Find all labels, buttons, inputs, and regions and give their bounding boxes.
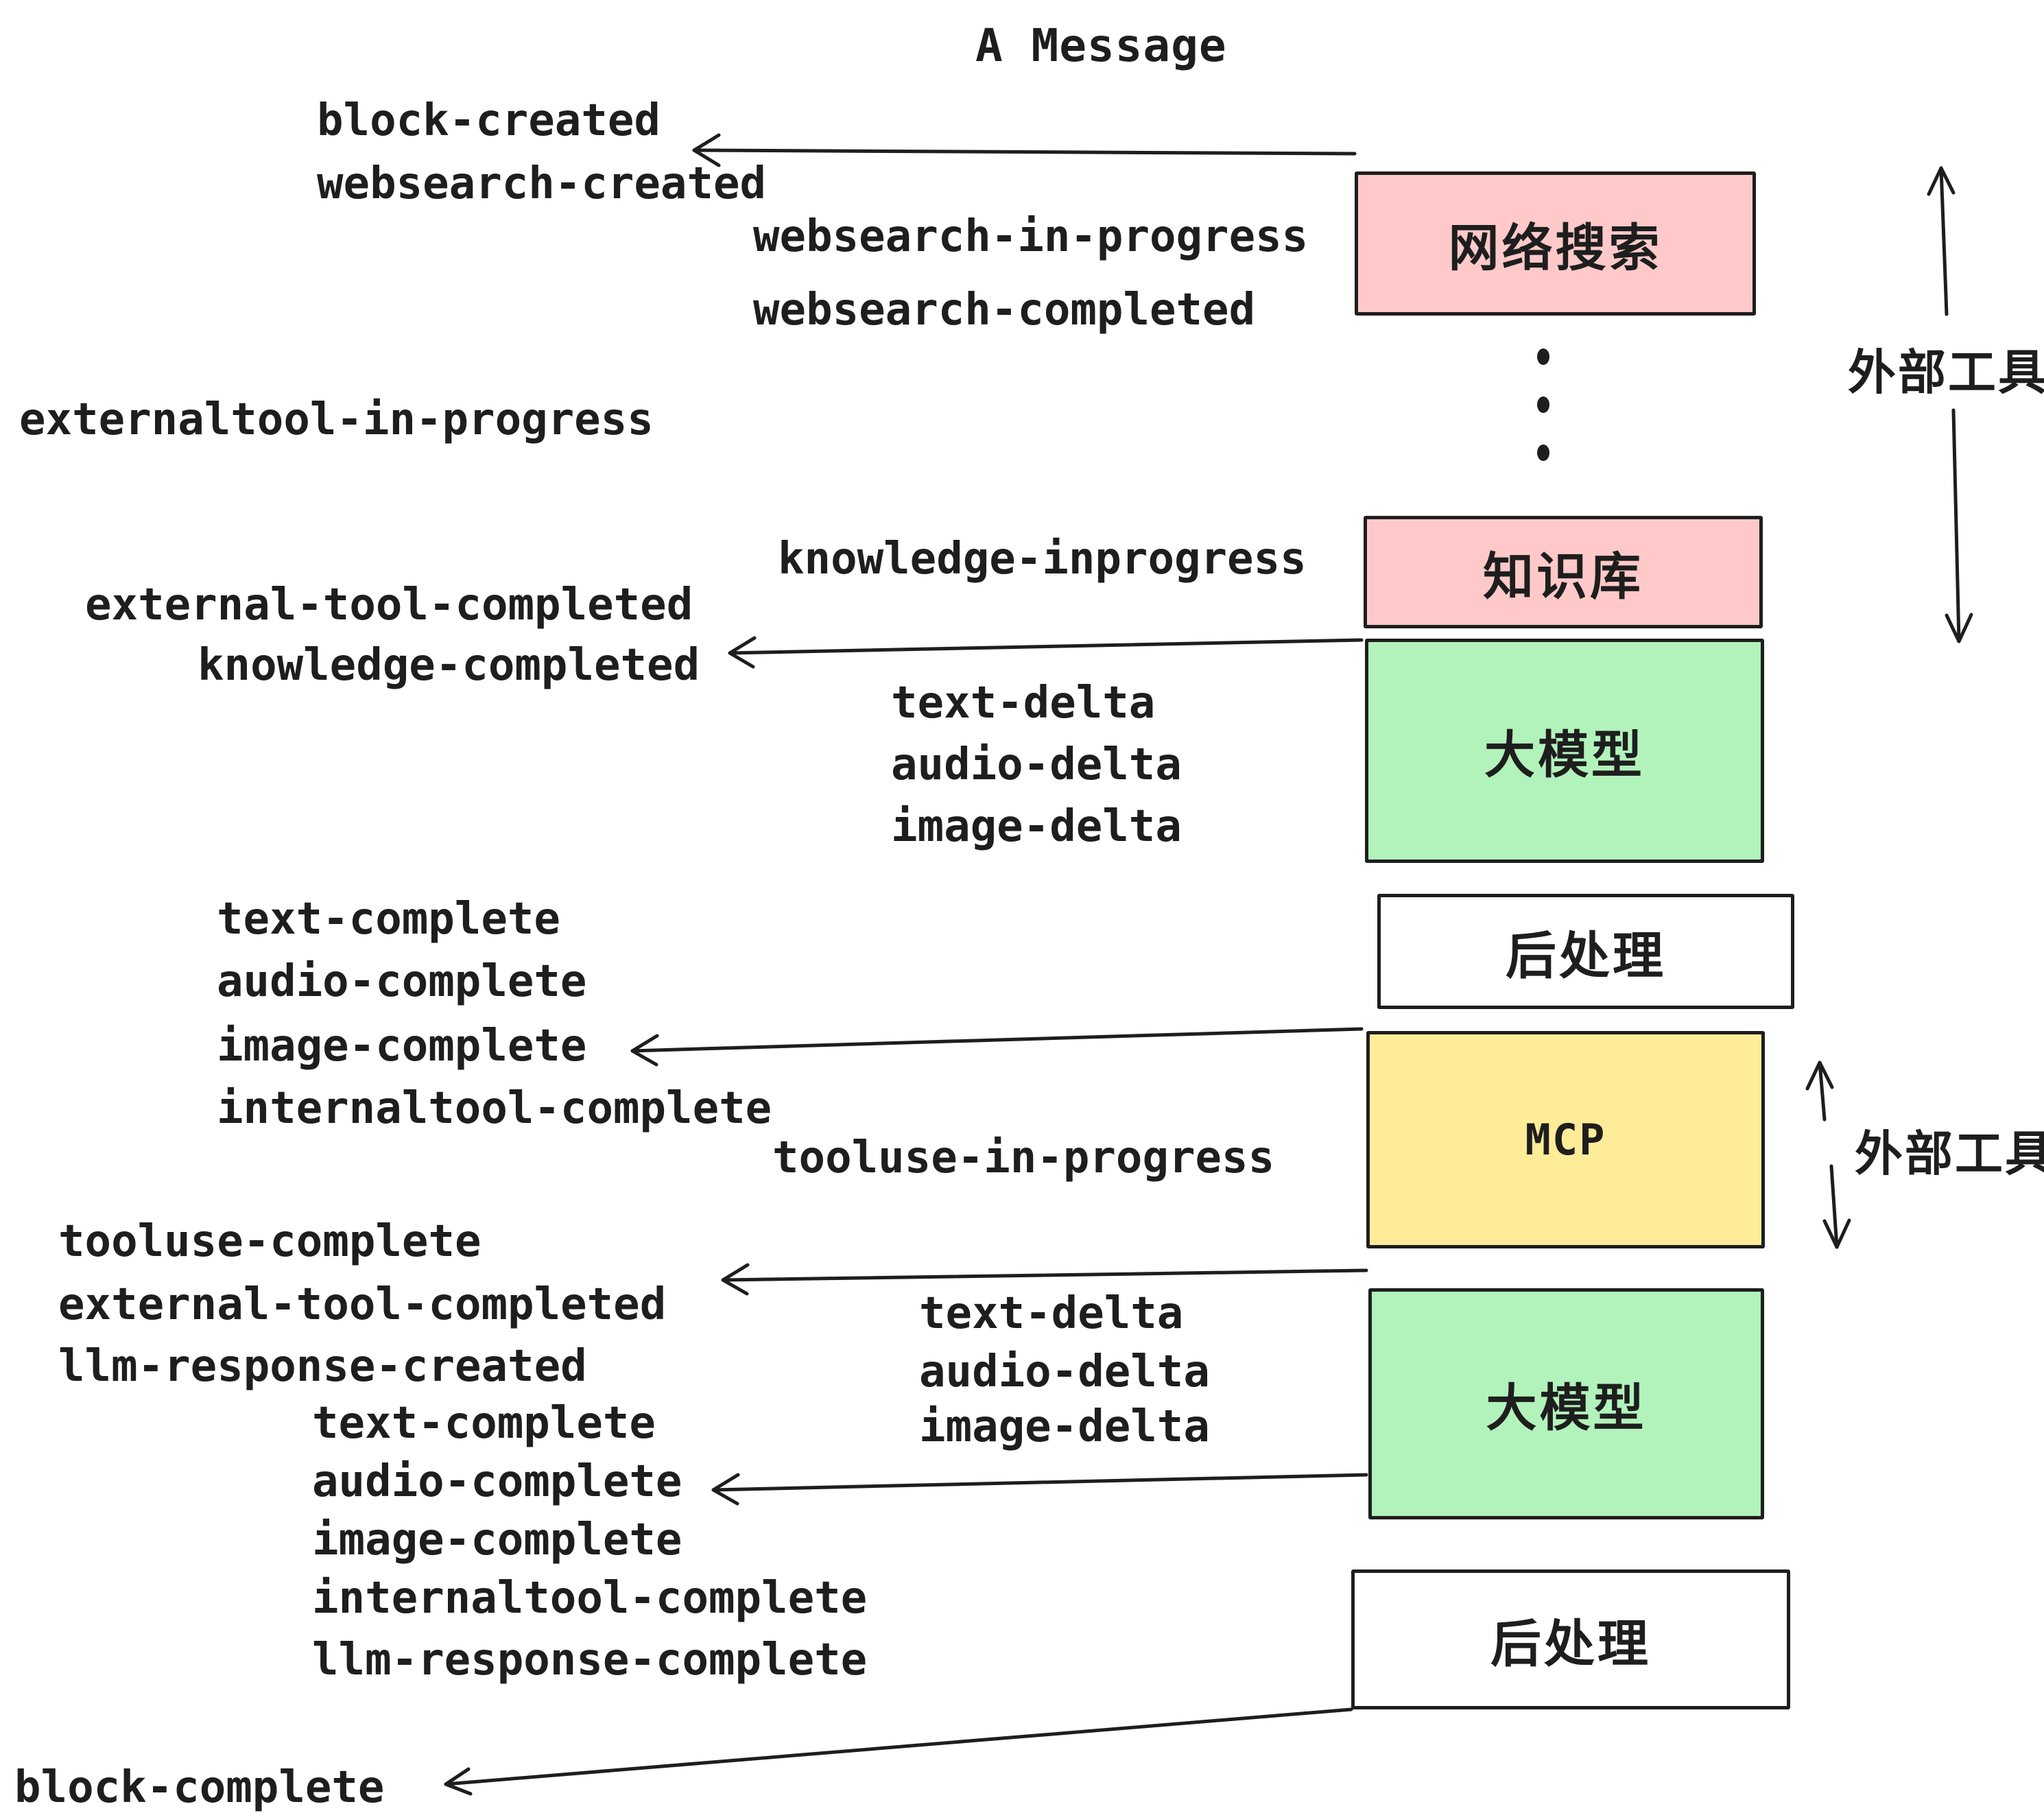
- event-tooluse-in-progress: tooluse-in-progress: [772, 1133, 1275, 1183]
- event-internaltool-complete-1: internaltool-complete: [217, 1083, 772, 1134]
- box-llm-2: 大模型: [1368, 1288, 1764, 1519]
- event-text-complete-2: text-complete: [312, 1398, 656, 1449]
- box-llm-1-label: 大模型: [1484, 726, 1645, 783]
- event-internaltool-complete-2: internaltool-complete: [312, 1573, 868, 1624]
- ellipsis-dots: [1537, 348, 1549, 461]
- event-audio-delta-2: audio-delta: [919, 1347, 1210, 1397]
- external-tools-annotation-2: 外部工具: [1855, 1127, 2044, 1181]
- box-postprocess-2: 后处理: [1351, 1569, 1790, 1709]
- event-knowledge-completed: knowledge-completed: [198, 640, 700, 691]
- arrow-to-knowledge-completed: [728, 636, 1364, 669]
- arrow-to-block-complete: [444, 1707, 1353, 1796]
- external-tools-1-up-arrow: [1927, 166, 1956, 316]
- event-externaltool-in-progress: externaltool-in-progress: [19, 394, 654, 445]
- box-postprocess-1: 后处理: [1377, 894, 1794, 1009]
- box-llm-1: 大模型: [1365, 639, 1764, 863]
- event-audio-complete-2: audio-complete: [312, 1456, 682, 1507]
- arrow-to-audio-complete: [711, 1473, 1368, 1506]
- event-audio-complete-1: audio-complete: [217, 956, 587, 1007]
- event-audio-delta-1: audio-delta: [891, 739, 1182, 790]
- event-websearch-created: websearch-created: [317, 158, 767, 209]
- event-llm-response-complete: llm-response-complete: [312, 1635, 868, 1685]
- external-tools-annotation-1: 外部工具: [1848, 346, 2044, 399]
- box-postprocess-2-label: 后处理: [1490, 1615, 1651, 1672]
- event-image-delta-1: image-delta: [891, 801, 1182, 852]
- box-mcp: MCP: [1366, 1031, 1765, 1248]
- event-knowledge-inprogress: knowledge-inprogress: [778, 534, 1307, 584]
- event-text-delta-2: text-delta: [919, 1288, 1184, 1339]
- box-websearch-label: 网络搜索: [1448, 219, 1663, 276]
- event-image-complete-1: image-complete: [217, 1021, 587, 1071]
- event-tooluse-complete: tooluse-complete: [58, 1216, 482, 1267]
- event-external-tool-completed-2: external-tool-completed: [58, 1279, 667, 1330]
- event-block-complete: block-complete: [14, 1762, 385, 1813]
- arrow-to-block-created: [692, 133, 1357, 167]
- event-image-delta-2: image-delta: [919, 1401, 1210, 1452]
- event-text-delta-1: text-delta: [891, 678, 1156, 728]
- box-knowledge: 知识库: [1364, 516, 1763, 628]
- diagram-title: A Message: [975, 19, 1227, 72]
- box-websearch: 网络搜索: [1355, 171, 1756, 316]
- external-tools-2-down-arrow: [1822, 1164, 1851, 1249]
- box-knowledge-label: 知识库: [1483, 547, 1643, 605]
- event-llm-response-created: llm-response-created: [58, 1341, 587, 1392]
- event-websearch-completed: websearch-completed: [753, 285, 1256, 335]
- box-mcp-label: MCP: [1525, 1115, 1606, 1165]
- box-llm-2-label: 大模型: [1486, 1379, 1647, 1436]
- arrow-to-image-complete: [630, 1027, 1364, 1067]
- box-postprocess-1-label: 后处理: [1506, 927, 1666, 984]
- event-image-complete-2: image-complete: [312, 1515, 682, 1565]
- event-external-tool-completed-1: external-tool-completed: [85, 580, 693, 630]
- external-tools-2-up-arrow: [1805, 1060, 1834, 1122]
- event-websearch-in-progress: websearch-in-progress: [753, 211, 1309, 262]
- event-block-created: block-created: [317, 95, 661, 146]
- external-tools-1-down-arrow: [1945, 408, 1973, 643]
- event-text-complete-1: text-complete: [217, 894, 560, 945]
